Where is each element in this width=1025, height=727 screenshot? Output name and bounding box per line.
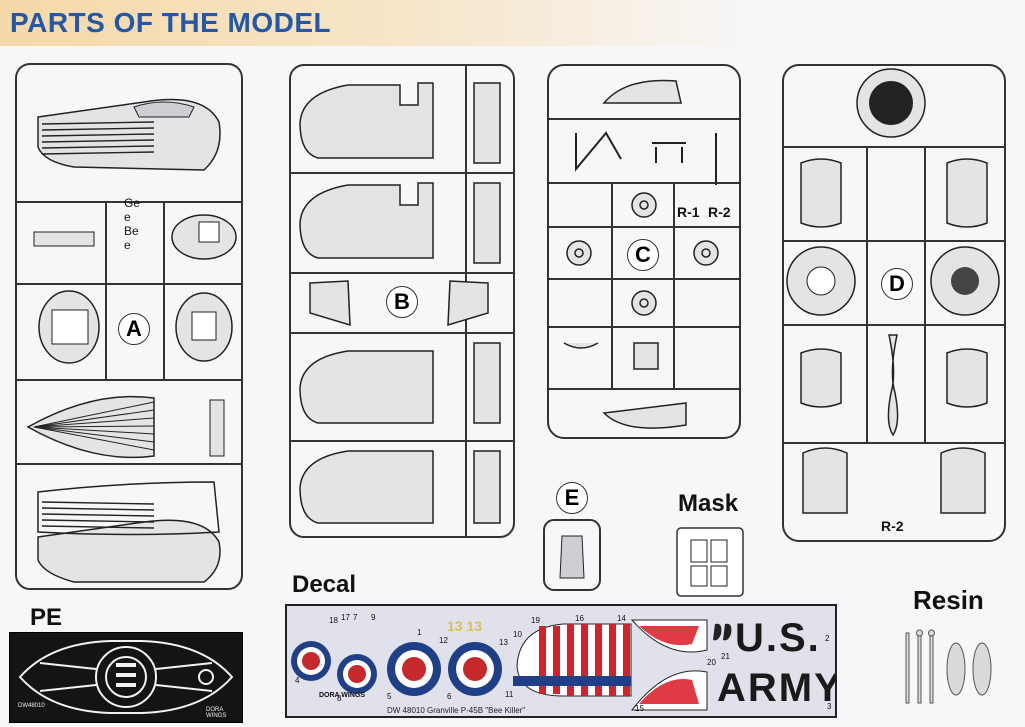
decal-num: 3 (827, 702, 832, 711)
decal-brand: DORA WINGS (319, 692, 366, 699)
decal-us: U.S. (735, 616, 821, 660)
decal-num: 19 (531, 616, 540, 625)
decal-num: 4 (295, 676, 300, 685)
decal-num: 12 (439, 636, 448, 645)
pe-sheet: DW48010 DORA WINGS (9, 632, 243, 723)
decal-num: 20 (707, 658, 716, 667)
pe-code: DW48010 (18, 703, 45, 709)
page-title: PARTS OF THE MODEL (10, 7, 332, 38)
resin-parts (900, 625, 1004, 707)
decal-num: 1 (417, 628, 422, 637)
gee-bee-text: Gee Bee (124, 196, 141, 252)
mask-label: Mask (678, 490, 739, 517)
sprue-c-r2: R-2 (708, 204, 731, 220)
sprue-d-r2: R-2 (881, 518, 904, 534)
pe-label: PE (30, 604, 63, 631)
decal-yellow-numbers: 13 13 (447, 618, 483, 634)
decal-army: ARMY (717, 666, 837, 710)
sprue-c (546, 63, 742, 441)
sprue-e (542, 518, 602, 592)
sprue-c-label: C (627, 239, 659, 271)
decal-num: 7 (353, 613, 358, 622)
sprue-c-r1: R-1 (677, 204, 700, 220)
mask-sheet (675, 526, 745, 598)
sprue-d-label: D (881, 268, 913, 300)
decal-num: 21 (721, 652, 730, 661)
sprue-a-label: A (118, 313, 150, 345)
decal-num: 8 (337, 694, 342, 703)
header-banner (0, 0, 1025, 46)
sprue-b (288, 63, 518, 540)
decal-num: 14 (617, 614, 626, 623)
resin-label: Resin (913, 585, 984, 615)
decal-caption: DW 48010 Granville P-45B "Bee Killer" (387, 706, 526, 715)
decal-sheet: U.S. ARMY 13 13 DW 48010 Granville P-45B… (285, 604, 837, 718)
sprue-e-label: E (556, 482, 588, 514)
decal-num: 16 (575, 614, 584, 623)
sprue-a (14, 62, 246, 592)
pe-brand: DORA WINGS (206, 707, 227, 719)
sprue-b-label: B (386, 286, 418, 318)
decal-num: 15 (635, 704, 644, 713)
decal-num: 11 (505, 690, 514, 699)
decal-num: 10 (513, 630, 522, 639)
decal-num: 9 (371, 613, 376, 622)
sprue-d (781, 63, 1007, 543)
decal-num: 13 (499, 638, 508, 647)
decal-label: Decal (292, 571, 357, 598)
decal-num: 6 (447, 692, 452, 701)
decal-num: 17 (341, 613, 350, 622)
decal-num: 2 (825, 634, 830, 643)
decal-num: 5 (387, 692, 392, 701)
decal-num: 18 (329, 616, 338, 625)
